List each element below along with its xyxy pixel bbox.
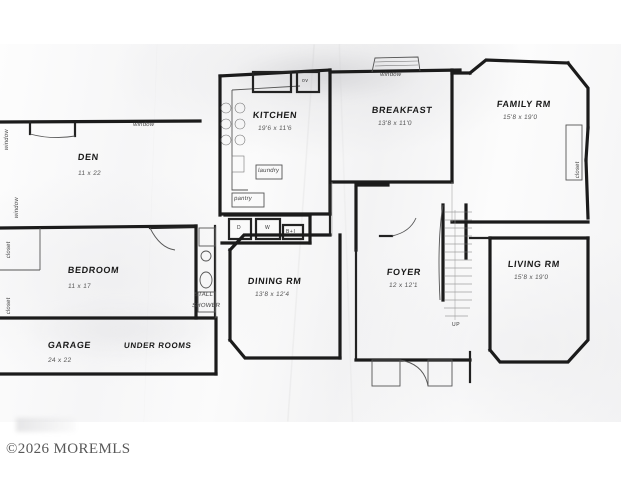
wall-hall [148,225,198,230]
wall-breakfast-top [328,68,462,74]
stall-shower-box [197,291,216,313]
appliance-builtin [281,223,305,241]
room-dims-bedroom: 11 x 17 [67,283,92,290]
cooktop-burner [220,102,232,114]
room-dims-foyer: 12 x 12'1 [388,282,419,289]
wall-living-right-bottom [487,236,590,364]
cooktop-burner [220,134,232,146]
annotation-stall-shower-line1: STALL [193,292,214,298]
room-label-foyer: FOYER [386,267,422,277]
room-dims-den: 11 x 22 [77,170,102,177]
annotation-closet-left-1: closet [6,241,12,259]
kitchen-oven [295,70,321,94]
annotation-stall-shower-line2: SHOWER [191,303,221,309]
wall-family-right-lower [584,158,590,220]
kitchen-cab [255,164,283,180]
annotation-stairs-up: UP [452,322,461,328]
pantry-box [231,192,265,208]
kitchen-counter-top [231,85,301,91]
bay-window-glass [374,64,419,67]
wall-dining-bottom-angled [227,337,342,360]
room-label-breakfast: BREAKFAST [371,105,433,115]
appliance-label-dryer: D [237,225,242,231]
cooktop-burner [234,134,246,146]
annotation-bay-window: window [379,72,402,78]
watermark-smudge [16,418,76,432]
kitchen-sink [231,155,245,173]
room-label-family: FAMILY RM [496,99,552,109]
cooktop-burner [234,118,246,130]
stair-treads [444,211,472,317]
appliance-washer [254,217,282,241]
room-label-bedroom: BEDROOM [67,265,120,275]
annotation-window-left-2: window [14,196,20,219]
bay-window-projection [371,56,421,73]
door-swing-hall [149,227,176,251]
room-dims-garage: 24 x 22 [47,357,72,364]
wall-den-bedroom [0,224,198,230]
room-dims-breakfast: 13'8 x 11'0 [377,120,413,127]
entry-sidelight [427,359,453,387]
closet-family [565,124,583,181]
bay-window-glass [374,60,419,63]
stair-rail [438,204,444,301]
foyer-door-swing [391,217,417,237]
room-label-den: DEN [77,152,100,162]
room-label-dining: DINING RM [247,276,302,286]
room-label-kitchen: KITCHEN [252,110,298,120]
annotation-window-left-1: window [4,128,10,151]
annotation-laundry: laundry [257,168,280,174]
annotation-closet-left-2: closet [6,297,12,315]
room-dims-kitchen: 19'6 x 11'6 [257,125,293,132]
kitchen-counter [231,90,248,191]
wall-dining-top-angled [227,233,332,253]
annotation-window-top: window [132,122,155,128]
appliance-label-oven: ov [302,78,309,84]
appliance-label-builtin: B+I [286,229,296,235]
annotation-pantry: pantry [233,196,253,202]
entry-door-swing [399,359,429,387]
kitchen-refrigerator [251,70,293,94]
room-label-living: LIVING RM [507,259,561,269]
mls-watermark: ©2026 MOREMLS [6,441,131,457]
bath-fixture-toilet [199,271,213,289]
entry-door-box [371,359,401,387]
wall-family-right [584,126,590,162]
room-dims-family: 15'8 x 19'0 [502,114,538,121]
door-swing-den [29,133,76,139]
room-label-garage: GARAGE [47,340,92,350]
bath-fixture-tub [198,227,216,247]
annotation-under-rooms: UNDER ROOMS [123,341,192,350]
wall-den-top [0,119,202,124]
annotation-closet-family: closet [575,161,581,179]
cooktop-burner [220,118,232,130]
bath-fixture-sink [200,250,212,262]
room-dims-living: 15'8 x 19'0 [513,274,549,281]
cooktop-burner [234,102,246,114]
appliance-label-washer: W [265,225,271,231]
room-dims-dining: 13'8 x 12'4 [254,291,290,298]
wall-family-right-upper [565,60,590,130]
wall-family-top-angled [467,58,570,76]
